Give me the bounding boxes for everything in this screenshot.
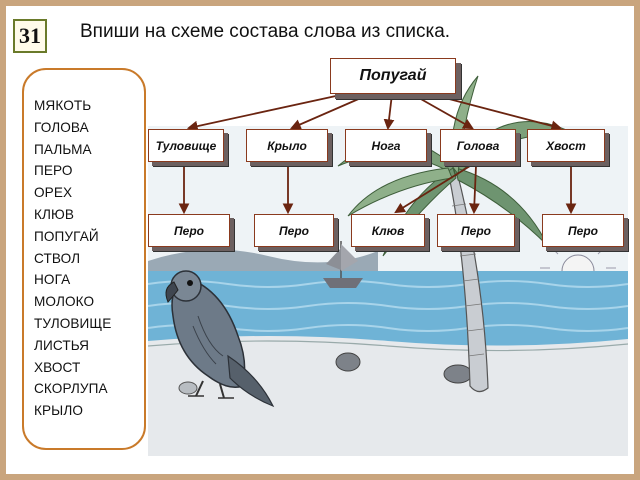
word-list-item: СТВОЛ (34, 250, 81, 266)
part-box-leg: Нога (345, 129, 427, 162)
task-instruction: Впиши на схеме состава слова из списка. (80, 21, 451, 42)
task-number-badge: 31 (13, 19, 47, 53)
word-list-item: ХВОСТ (34, 359, 81, 375)
word-list-item: ОРЕХ (34, 185, 73, 201)
word-list-item: ЛИСТЬЯ (34, 337, 90, 353)
part-box-torso: Туловище (148, 129, 224, 162)
subpart-box-feather-torso: Перо (148, 214, 230, 247)
word-list-item: ТУЛОВИЩЕ (34, 315, 112, 331)
part-box-wing: Крыло (246, 129, 328, 162)
word-list-panel (22, 68, 146, 450)
subpart-box-feather-head: Перо (437, 214, 515, 247)
subpart-box-beak: Клюв (351, 214, 425, 247)
word-list-item: ПОПУГАЙ (34, 228, 99, 244)
word-list-item: ГОЛОВА (34, 119, 89, 135)
subpart-box-feather-wing: Перо (254, 214, 334, 247)
word-list-item: НОГА (34, 272, 71, 288)
word-list-item: КЛЮВ (34, 206, 75, 222)
word-list-item: ПЕРО (34, 163, 73, 179)
island-scene-illustration (148, 75, 628, 456)
part-box-tail: Хвост (527, 129, 605, 162)
part-box-head: Голова (440, 129, 516, 162)
word-list-item: КРЫЛО (34, 403, 84, 419)
word-list-item: ПАЛЬМА (34, 141, 92, 157)
subpart-box-feather-tail: Перо (542, 214, 624, 247)
scheme-root-box: Попугай (330, 58, 456, 94)
word-list: МЯКОТЬ ГОЛОВА ПАЛЬМА ПЕРО ОРЕХ КЛЮВ ПОПУ… (34, 95, 111, 422)
word-list-item: СКОРЛУПА (34, 381, 108, 397)
word-list-item: МОЛОКО (34, 294, 95, 310)
word-list-item: МЯКОТЬ (34, 98, 92, 113)
parrot-illustration (165, 270, 275, 408)
ship-illustration (323, 241, 363, 288)
